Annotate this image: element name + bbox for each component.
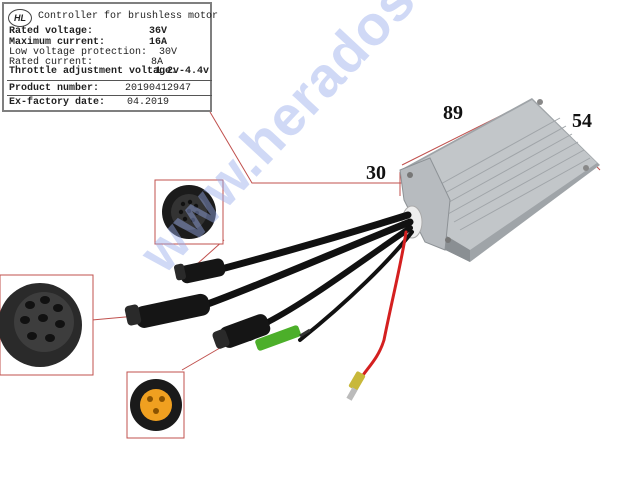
connector-middle — [124, 293, 210, 328]
spec-row: Rated current: 8A — [9, 57, 164, 68]
dimension-height: 30 — [366, 162, 386, 184]
controller-housing — [399, 98, 600, 262]
spec-row: Rated voltage: 36V — [9, 26, 168, 37]
label-header: HL Controller for brushless motor — [8, 7, 218, 27]
product-number-row: Product number: 20190412947 — [9, 83, 192, 94]
dimension-length: 89 — [443, 102, 463, 124]
brand-logo: HL — [8, 9, 32, 27]
dimension-width: 54 — [572, 110, 592, 132]
spec-label: HL Controller for brushless motor Rated … — [2, 2, 218, 112]
label-title: Controller for brushless motor — [38, 11, 219, 22]
spec-row: Maximum current: 16A — [9, 37, 168, 48]
inset-connector-8pin — [154, 179, 224, 245]
divider — [7, 95, 212, 96]
green-tag-connector — [255, 325, 311, 351]
inset-connector-large — [0, 274, 94, 376]
cable-bundle — [201, 211, 414, 382]
connector-lower — [212, 314, 271, 349]
connector-top — [174, 258, 226, 284]
red-wire-terminal — [346, 371, 366, 401]
spec-row: Throttle adjustment voltage: 1.2v-4.4v — [9, 66, 210, 77]
divider — [7, 80, 212, 81]
inset-connector-3pin — [126, 371, 185, 439]
spec-row: Low voltage protection: 30V — [9, 47, 178, 58]
date-row: Ex-factory date: 04.2019 — [9, 97, 170, 108]
